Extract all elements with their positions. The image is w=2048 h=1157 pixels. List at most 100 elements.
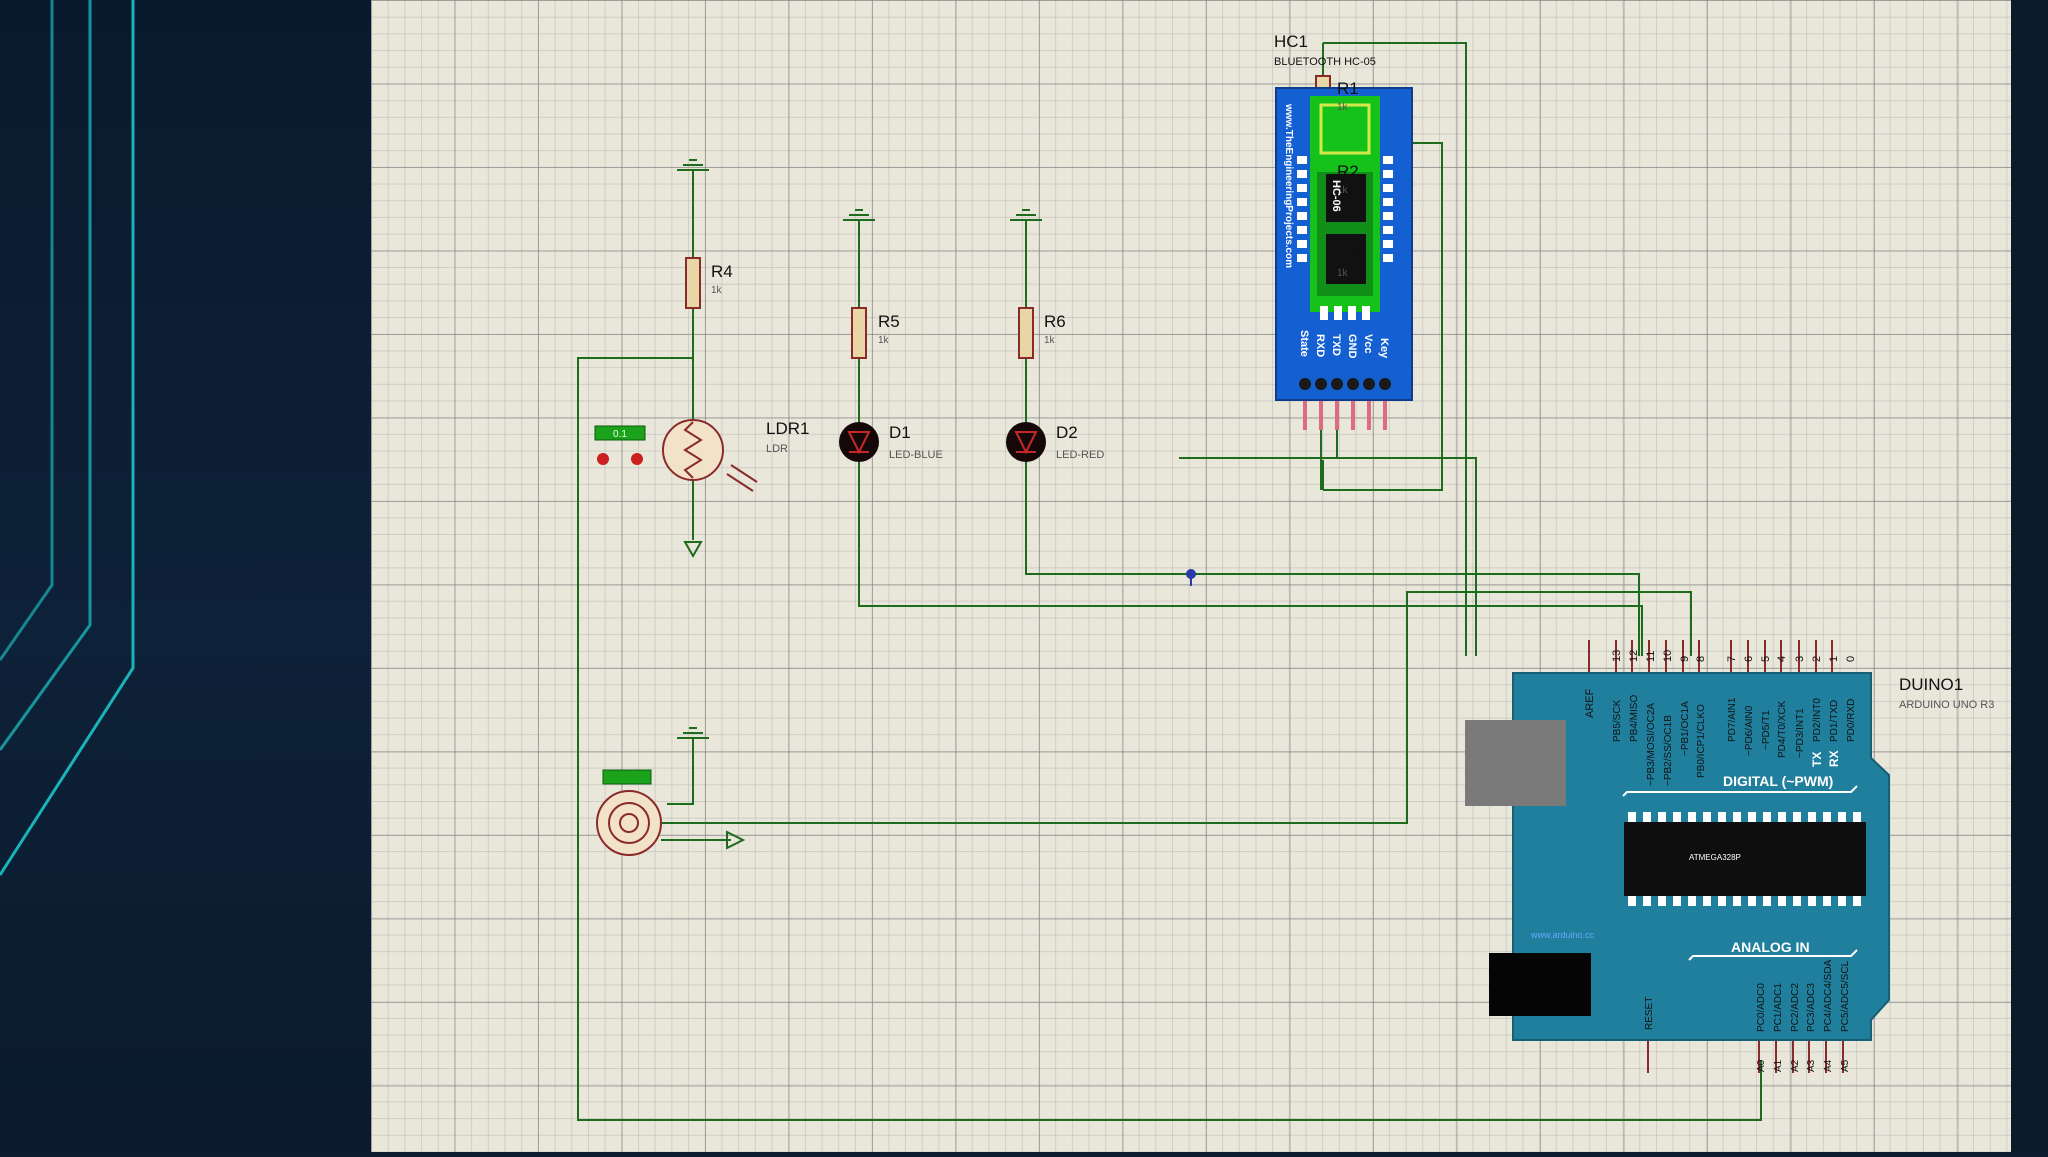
pin-num-8: 8 xyxy=(1695,656,1707,662)
r1-value: 1k xyxy=(1337,102,1349,113)
pin-num-9: 9 xyxy=(1679,656,1691,662)
arduino-text: DIGITAL (~PWM) ANALOG IN www.arduino.cc … xyxy=(1530,688,1841,1030)
tx-label: TX xyxy=(1810,752,1824,767)
d1-name: D1 xyxy=(889,423,911,442)
resistor-r6 xyxy=(1018,307,1034,359)
hc05-chip-label: HC-06 xyxy=(1330,180,1342,212)
pin-num-a3: A3 xyxy=(1806,1059,1817,1072)
digital-title: DIGITAL (~PWM) xyxy=(1723,773,1833,789)
r3-value: 1k xyxy=(1337,268,1349,279)
hc05-site: www.TheEngineeringProjects.com xyxy=(1283,103,1294,268)
r3-name: R3 xyxy=(1337,245,1359,264)
right-dark-strip xyxy=(2011,0,2048,1152)
junction-marker xyxy=(1186,569,1196,586)
pin-name-pb5: PB5/SCK xyxy=(1612,699,1623,742)
pin-num-12: 12 xyxy=(1628,650,1640,662)
pin-num-3: 3 xyxy=(1794,656,1806,662)
pin-name-pd1: PD1/TXD xyxy=(1829,700,1840,742)
pin-num-4: 4 xyxy=(1776,656,1788,662)
arduino-uno-board xyxy=(1465,672,1890,1041)
ldr1-readout: 0.1 xyxy=(613,429,627,440)
pin-name-pc5: PC5/ADC5/SCL xyxy=(1840,960,1851,1032)
rx-label: RX xyxy=(1827,750,1841,767)
hc05-pin-rxd: RXD xyxy=(1314,334,1326,357)
pin-name-pc4: PC4/ADC4/SDA xyxy=(1823,959,1834,1032)
pin-name-pc1: PC1/ADC1 xyxy=(1773,983,1784,1032)
pin-name-pc3: PC3/ADC3 xyxy=(1806,983,1817,1032)
output-arrow-icon xyxy=(726,830,746,850)
pin-name-pd2: PD2/INT0 xyxy=(1812,698,1823,742)
r4-name: R4 xyxy=(711,262,733,281)
duino1-part: ARDUINO UNO R3 xyxy=(1899,699,1994,711)
led-d1 xyxy=(839,422,879,462)
schematic-drawing: HC1 BLUETOOTH HC-05 R1 1k R2 1k R3 1k R4… xyxy=(577,32,1994,1121)
pin-num-7: 7 xyxy=(1726,656,1738,662)
ground-icon-r5 xyxy=(843,209,875,221)
decorative-circuit-lines xyxy=(0,0,135,876)
ldr1-part: LDR xyxy=(766,443,788,455)
schematic-canvas[interactable]: HC1 BLUETOOTH HC-05 R1 1k R2 1k R3 1k R4… xyxy=(371,0,2011,1152)
pin-name-pb2: ~PB2/SS/OC1B xyxy=(1663,715,1674,786)
r2-value: 1k xyxy=(1337,185,1349,196)
ground-icon-r4 xyxy=(677,159,709,171)
hc05-wire-connections xyxy=(1320,430,1338,490)
duino1-name: DUINO1 xyxy=(1899,675,1963,694)
aref-label: AREF xyxy=(1584,688,1596,718)
ldr1-component xyxy=(594,419,758,492)
arduino-analog-pin-names: PC0/ADC0 PC1/ADC1 PC2/ADC2 PC3/ADC3 PC4/… xyxy=(1756,959,1851,1032)
pin-num-10: 10 xyxy=(1662,650,1674,662)
ground-icon-pot xyxy=(677,727,709,739)
d2-name: D2 xyxy=(1056,423,1078,442)
ldr1-name: LDR1 xyxy=(766,419,809,438)
d2-part: LED-RED xyxy=(1056,449,1104,461)
r1-name: R1 xyxy=(1337,79,1359,98)
reset-label: RESET xyxy=(1644,997,1655,1030)
r4-value: 1k xyxy=(711,285,723,296)
hc05-pin-state: State xyxy=(1298,330,1310,357)
pin-num-2: 2 xyxy=(1811,656,1823,662)
d1-part: LED-BLUE xyxy=(889,449,943,461)
pin-name-pd6: ~PD6/AIN0 xyxy=(1744,705,1755,756)
hc1-name: HC1 xyxy=(1274,32,1308,51)
pin-num-11: 11 xyxy=(1645,651,1657,662)
r5-name: R5 xyxy=(878,312,900,331)
arduino-digital-pin-names: PB5/SCK PB4/MISO ~PB3/MOSI/OC2A ~PB2/SS/… xyxy=(1612,695,1857,786)
r2-name: R2 xyxy=(1337,162,1359,181)
pin-name-pd0: PD0/RXD xyxy=(1846,699,1857,742)
resistor-r4 xyxy=(685,257,701,309)
resistors xyxy=(685,75,1331,359)
pin-name-pb1: ~PB1/OC1A xyxy=(1680,701,1691,756)
pin-name-pd7: PD7/AIN1 xyxy=(1727,697,1738,742)
ground-arrow-icon-ldr xyxy=(683,541,703,559)
pin-name-pb3: ~PB3/MOSI/OC2A xyxy=(1646,703,1657,786)
resistor-r5 xyxy=(851,307,867,359)
hc05-pin-gnd: GND xyxy=(1346,334,1358,359)
r6-name: R6 xyxy=(1044,312,1066,331)
r6-value: 1k xyxy=(1044,335,1056,346)
pin-num-a5: A5 xyxy=(1840,1059,1851,1072)
analog-title: ANALOG IN xyxy=(1731,939,1810,955)
power-jack xyxy=(1489,953,1591,1016)
pin-name-pd4: PD4/T0/XCK xyxy=(1777,700,1788,758)
pin-num-a1: A1 xyxy=(1773,1059,1784,1072)
hc1-part: BLUETOOTH HC-05 xyxy=(1274,56,1376,68)
hc05-pin-txd: TXD xyxy=(1330,334,1342,356)
r5-value: 1k xyxy=(878,335,890,346)
pin-num-6: 6 xyxy=(1743,656,1755,662)
hc05-text: www.TheEngineeringProjects.com HC-06 Key… xyxy=(1283,103,1390,359)
microcontroller-chip xyxy=(1624,822,1866,896)
hc05-pin-key: Key xyxy=(1378,338,1390,359)
pin-num-5: 5 xyxy=(1760,656,1772,662)
pin-num-0: 0 xyxy=(1845,656,1857,662)
pin-name-pc0: PC0/ADC0 xyxy=(1756,983,1767,1032)
pin-num-a2: A2 xyxy=(1790,1059,1801,1072)
hc05-module xyxy=(1275,87,1413,401)
pin-name-pd3: ~PD3/INT1 xyxy=(1795,708,1806,758)
pin-num-13: 13 xyxy=(1611,650,1623,662)
sound-sensor xyxy=(596,769,746,856)
pin-name-pc2: PC2/ADC2 xyxy=(1790,983,1801,1032)
ground-icon-r6 xyxy=(1010,209,1042,221)
chip-text: ATMEGA328P xyxy=(1689,853,1741,862)
hc05-pin-vcc: Vcc xyxy=(1362,334,1374,354)
pin-num-a0: A0 xyxy=(1756,1059,1767,1072)
